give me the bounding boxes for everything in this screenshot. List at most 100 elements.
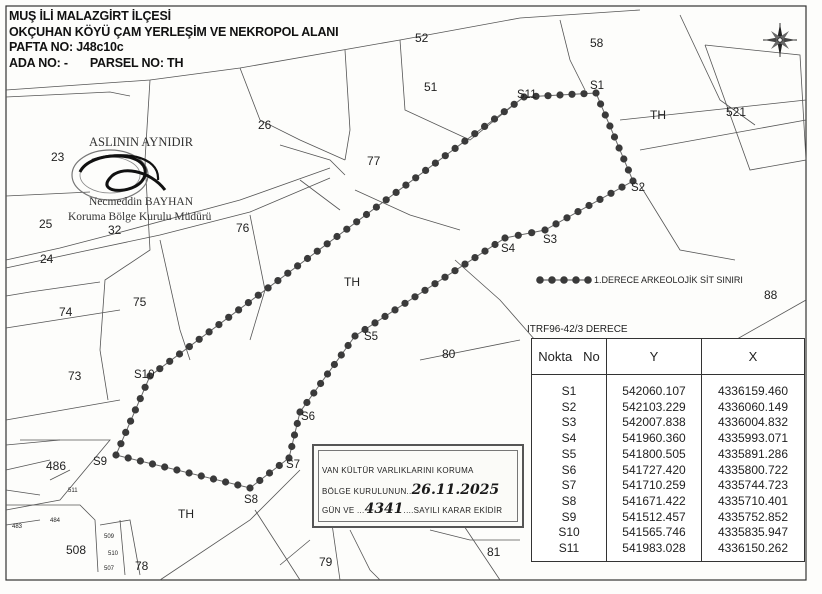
parcel-label: 74 xyxy=(59,305,73,319)
cell-y: 541727.420 xyxy=(606,462,702,479)
boundary-dot xyxy=(117,440,125,448)
boundary-dot xyxy=(391,306,399,314)
boundary-dot xyxy=(585,201,593,210)
parcel-label: 79 xyxy=(319,555,333,569)
cell-point: S9 xyxy=(531,509,607,526)
point-label-s9: S9 xyxy=(93,456,107,468)
cell-point: S5 xyxy=(531,446,607,463)
boundary-dot xyxy=(131,406,139,414)
decision-number: 4341 xyxy=(364,501,404,517)
header-block-no: ADA NO: - xyxy=(9,55,68,70)
boundary-dot xyxy=(541,226,549,234)
boundary-dot xyxy=(225,313,233,321)
decision-line-1: VAN KÜLTÜR VARLIKLARINI KORUMA xyxy=(322,466,474,475)
parcel-label: TH xyxy=(344,275,360,289)
cell-point: S2 xyxy=(531,399,607,416)
boundary-dot xyxy=(294,262,302,270)
boundary-dot xyxy=(156,365,164,373)
point-label-s2: S2 xyxy=(631,182,645,194)
compass-rose-icon xyxy=(763,23,797,57)
cell-point: S10 xyxy=(531,525,607,542)
parcel-label: 521 xyxy=(726,105,746,119)
stamp-officer-name: Necmeddin BAYHAN xyxy=(89,196,194,208)
parcel-label: 509 xyxy=(104,534,115,540)
parcel-label: 80 xyxy=(442,347,456,361)
decision-line-3-prefix: GÜN VE xyxy=(322,506,355,515)
point-label-s11: S11 xyxy=(517,89,537,101)
boundary-dot xyxy=(382,196,390,204)
stamp-certified-copy: ASLININ AYNIDIR xyxy=(89,135,194,149)
boundary-dot xyxy=(293,419,301,428)
boundary-dot xyxy=(127,417,135,425)
boundary-dot xyxy=(615,144,623,152)
parcel-label: 52 xyxy=(415,31,429,45)
cell-x: 4335891.286 xyxy=(701,446,805,463)
parcel-label: 75 xyxy=(133,295,147,309)
point-label-s4: S4 xyxy=(501,243,516,255)
boundary-dot xyxy=(471,130,479,138)
cell-x: 4336159.460 xyxy=(701,374,805,400)
boundary-dot xyxy=(254,291,262,299)
cell-y: 541512.457 xyxy=(606,509,702,526)
decision-line-3-suffix: SAYILI KARAR EKİDİR xyxy=(413,506,503,515)
parcel-label: 78 xyxy=(135,559,149,573)
boundary-dot xyxy=(256,476,264,485)
boundary-dot xyxy=(205,328,213,336)
boundary-dot xyxy=(148,460,157,468)
boundary-dot xyxy=(265,469,274,477)
boundary-dot xyxy=(124,454,132,462)
boundary-dot xyxy=(491,240,499,249)
boundary-dot xyxy=(141,383,149,391)
boundary-dot xyxy=(563,214,571,222)
column-header-point: Nokta No xyxy=(531,338,607,375)
boundary-dot xyxy=(244,299,252,307)
parcel-label: 508 xyxy=(66,543,86,557)
boundary-dot xyxy=(392,188,400,196)
point-label-s6: S6 xyxy=(301,411,315,423)
decision-line-3: GÜN VE ...4341....SAYILI KARAR EKİDİR xyxy=(322,501,503,517)
parcel-label: 73 xyxy=(68,369,82,383)
cell-x: 4335710.401 xyxy=(701,493,805,510)
point-label-s10: S10 xyxy=(134,369,154,381)
header-parcel-no: PARSEL NO: TH xyxy=(89,55,184,70)
point-labels: S1 S2 S3 S4 S5 S6 S7 S8 S9 S10 S11 xyxy=(93,80,645,506)
boundary-dot xyxy=(323,370,332,378)
boundary-dot xyxy=(422,166,430,174)
boundary-dot xyxy=(136,457,144,465)
decision-date: 26.11.2025 xyxy=(411,482,500,498)
boundary-dot xyxy=(344,341,352,350)
boundary-dot xyxy=(274,277,282,285)
column-header-x: X xyxy=(701,338,805,375)
parcel-label: 510 xyxy=(108,551,119,557)
column-header-y: Y xyxy=(606,338,702,375)
cell-point: S4 xyxy=(531,431,607,447)
boundary-dot xyxy=(451,144,459,152)
boundary-dot xyxy=(275,461,283,470)
boundary-dot xyxy=(510,100,518,108)
boundary-dot xyxy=(303,254,312,263)
boundary-dot xyxy=(532,92,540,100)
boundary-dot xyxy=(514,231,522,239)
cell-x: 4335800.722 xyxy=(701,462,805,479)
boundary-dot xyxy=(195,335,203,343)
boundary-dot xyxy=(451,267,459,275)
boundary-dot xyxy=(166,357,174,365)
parcel-label: 484 xyxy=(50,518,61,524)
parcel-label: 25 xyxy=(39,217,53,231)
boundary-dot xyxy=(441,273,449,281)
cell-y: 541800.505 xyxy=(606,446,702,463)
boundary-dot xyxy=(173,466,181,474)
boundary-dot xyxy=(412,174,420,182)
boundary-dot xyxy=(381,312,389,320)
parcel-label: 58 xyxy=(590,36,604,50)
boundary-dot xyxy=(500,108,508,116)
boundary-dot xyxy=(175,350,184,358)
parcel-label: 486 xyxy=(46,459,66,473)
parcel-label: 511 xyxy=(68,488,78,494)
cell-y: 541983.028 xyxy=(606,541,702,562)
boundary-dot xyxy=(461,137,469,145)
